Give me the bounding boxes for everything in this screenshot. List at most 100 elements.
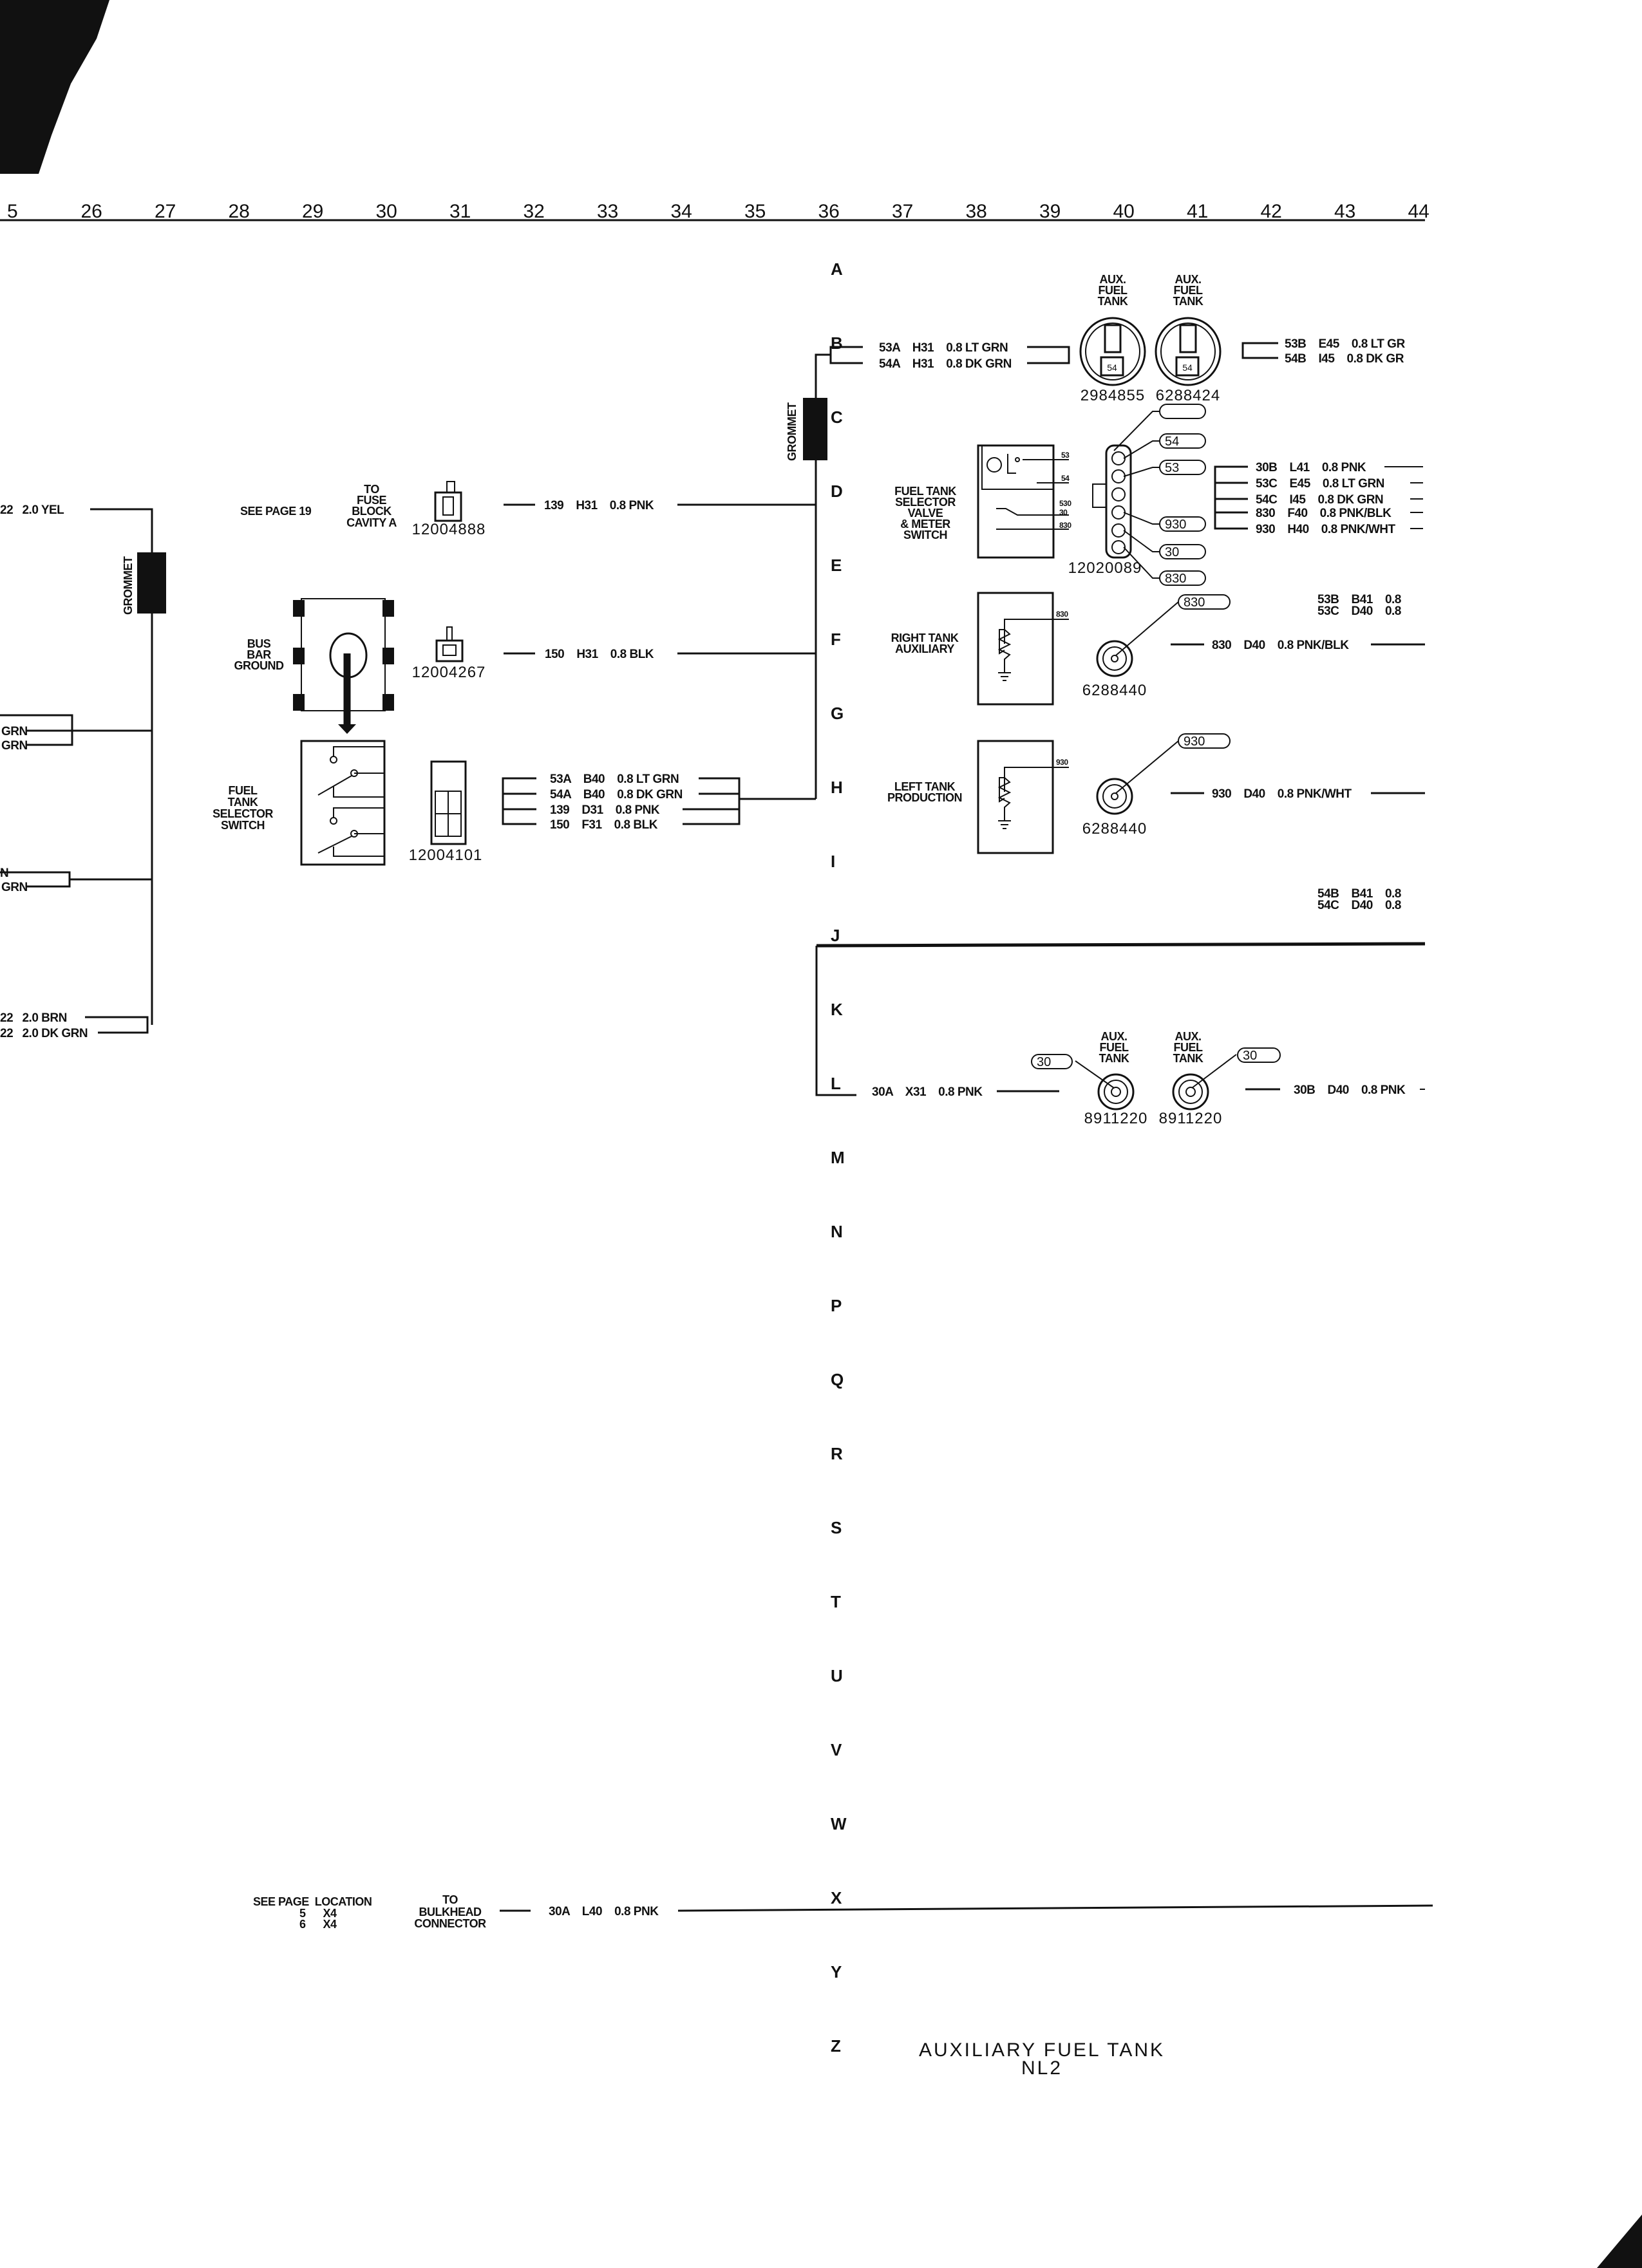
label: AUX. bbox=[1175, 273, 1201, 286]
column-number: 30 bbox=[376, 201, 397, 222]
wire-label: 150 H31 0.8 BLK bbox=[545, 648, 654, 661]
pin-label: 54 bbox=[1107, 362, 1117, 373]
column-number: 35 bbox=[744, 201, 766, 222]
callout-label: 930 bbox=[1165, 518, 1186, 532]
wire-label: 54A H31 0.8 DK GRN bbox=[879, 357, 1012, 371]
label: CAVITY A bbox=[346, 516, 397, 529]
wire-label: 30A L40 0.8 PNK bbox=[549, 1905, 659, 1918]
row-letter: R bbox=[831, 1444, 843, 1463]
wire-label: 54B I45 0.8 DK GR bbox=[1285, 352, 1404, 366]
row-letter: Y bbox=[831, 1962, 842, 1982]
callout-pill: 930 bbox=[1178, 733, 1231, 749]
part-number: 6288424 bbox=[1156, 387, 1220, 404]
wire-label-brn: 22 2.0 BRN bbox=[0, 1011, 67, 1025]
label: TANK bbox=[1173, 1052, 1203, 1065]
part-number: 6288440 bbox=[1082, 682, 1147, 699]
connector-icon bbox=[435, 639, 464, 662]
wire-label: 53A H31 0.8 LT GRN bbox=[879, 341, 1008, 355]
row-letter: T bbox=[831, 1592, 841, 1611]
label: AUX. bbox=[1175, 1030, 1201, 1043]
label: GROUND bbox=[234, 659, 284, 672]
label: TANK bbox=[1099, 1052, 1129, 1065]
label: TO bbox=[442, 1893, 458, 1906]
callout-label: 30 bbox=[1037, 1055, 1051, 1069]
row-letter: K bbox=[831, 1000, 843, 1019]
row-letter: W bbox=[831, 1814, 847, 1833]
row-letter: E bbox=[831, 556, 842, 575]
fuse-block-connector: SEE PAGE 19 TO FUSE BLOCK CAVITY A 12004… bbox=[240, 481, 816, 538]
column-number: 5 bbox=[7, 201, 18, 222]
wire-label: 830 D40 0.8 PNK/BLK bbox=[1212, 639, 1349, 652]
pin-label: 30 bbox=[1059, 508, 1068, 517]
pin-label: 54 bbox=[1061, 474, 1070, 483]
row-letter: P bbox=[831, 1296, 842, 1315]
connector-pin bbox=[442, 496, 454, 516]
callout-pill: 830 bbox=[1178, 594, 1231, 610]
wire-label: GRN bbox=[1, 739, 28, 753]
wire-label: 53C E45 0.8 LT GRN bbox=[1256, 477, 1384, 491]
pin-label: 53 bbox=[1061, 451, 1070, 460]
column-number: 34 bbox=[671, 201, 692, 222]
row-letter: X bbox=[831, 1888, 842, 1907]
column-number: 27 bbox=[155, 201, 176, 222]
callout-pill: 830 bbox=[1159, 570, 1206, 586]
fuel-tank-selector-switch: FUEL TANK SELECTOR SWITCH 12004101 53A B… bbox=[212, 740, 816, 866]
column-number: 40 bbox=[1113, 201, 1135, 222]
label: TO bbox=[364, 483, 379, 496]
pin-label: 930 bbox=[1056, 758, 1068, 767]
wire-label-dkgrn: 22 2.0 DK GRN bbox=[0, 1027, 88, 1040]
callout-pill: 930 bbox=[1159, 516, 1206, 532]
callout-label: 54 bbox=[1165, 435, 1179, 449]
row-letter: G bbox=[831, 704, 844, 723]
row-letter: S bbox=[831, 1518, 842, 1537]
wire-ref: 54B B41 0.8 bbox=[1317, 887, 1401, 901]
label: FUSE bbox=[357, 494, 387, 507]
main-bus: GROMMET bbox=[786, 346, 863, 799]
wire-label: 54A B40 0.8 DK GRN bbox=[550, 788, 683, 801]
callout-label: 830 bbox=[1165, 572, 1186, 586]
wire-label: 53B E45 0.8 LT GR bbox=[1285, 337, 1405, 351]
wire-label: GRN bbox=[1, 725, 28, 738]
wire-bracket bbox=[502, 777, 536, 825]
label: FUEL bbox=[1174, 1041, 1203, 1054]
see-page-header: SEE PAGE LOCATION bbox=[253, 1895, 372, 1908]
label: FUEL bbox=[1100, 1041, 1129, 1054]
label: BLOCK bbox=[352, 505, 392, 518]
column-number: 41 bbox=[1187, 201, 1208, 222]
left-harness: 22 2.0 YEL GROMMET GRN GRN N GRN 22 2.0 … bbox=[0, 503, 166, 1040]
label: AUXILIARY bbox=[895, 642, 954, 655]
label: TANK bbox=[1098, 295, 1128, 308]
row-letter: M bbox=[831, 1148, 845, 1167]
connector-latch bbox=[446, 481, 455, 493]
bus-line bbox=[815, 353, 831, 799]
wire-label: 54C I45 0.8 DK GRN bbox=[1256, 493, 1383, 507]
grommet bbox=[137, 552, 166, 614]
row-letter: J bbox=[831, 926, 840, 945]
row-letter: Q bbox=[831, 1370, 844, 1389]
fuel-tank-selector-valve-meter-switch: FUEL TANK SELECTOR VALVE & METER SWITCH … bbox=[894, 404, 1423, 586]
wire-label: 830 F40 0.8 PNK/BLK bbox=[1256, 507, 1392, 520]
callout-pill: 30 bbox=[1159, 544, 1206, 559]
wire-label: 139 D31 0.8 PNK bbox=[550, 803, 660, 817]
left-trunk bbox=[90, 508, 153, 1025]
label: AUX. bbox=[1100, 1030, 1127, 1043]
part-number: 8911220 bbox=[1159, 1110, 1223, 1127]
row-letter: H bbox=[831, 778, 843, 797]
wire-label: GRN bbox=[1, 881, 28, 894]
row-letter: Z bbox=[831, 2036, 841, 2056]
wire-label: 30B L41 0.8 PNK bbox=[1256, 461, 1366, 474]
wire-ref: 54C D40 0.8 bbox=[1317, 899, 1401, 912]
wire-label: 30B D40 0.8 PNK bbox=[1294, 1083, 1406, 1097]
callout-label: 830 bbox=[1184, 595, 1205, 610]
bulkhead-connector-ref: SEE PAGE LOCATION 5 X4 6 X4 TO BULKHEAD … bbox=[253, 1893, 1433, 1931]
column-number: 43 bbox=[1334, 201, 1355, 222]
wire-bracket-3 bbox=[85, 1016, 149, 1034]
label: RIGHT TANK bbox=[891, 632, 959, 644]
row-letter: L bbox=[831, 1074, 841, 1093]
grommet-label: GROMMET bbox=[786, 402, 798, 461]
row-letter: V bbox=[831, 1740, 842, 1759]
grommet bbox=[803, 398, 827, 460]
